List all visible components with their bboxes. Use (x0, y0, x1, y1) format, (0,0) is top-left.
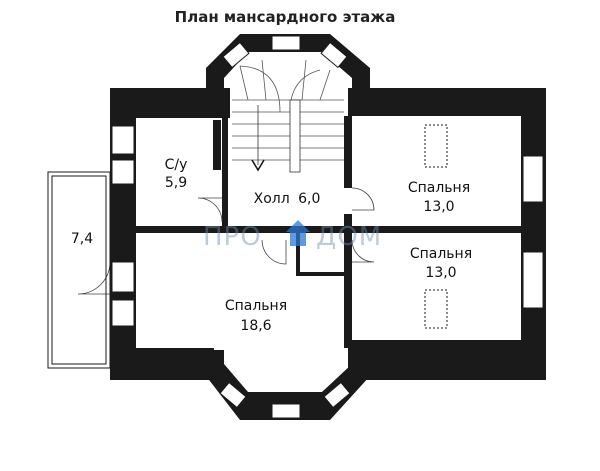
window-ne-tower (320, 41, 348, 69)
window-west-3 (111, 261, 135, 293)
door-balcony (77, 261, 111, 295)
door-hall-e (351, 239, 375, 263)
house-icon (286, 220, 310, 246)
wc-fixtures (213, 120, 221, 170)
interior-walls (136, 116, 522, 348)
room-bedroom-e-name: Спальня (410, 246, 472, 262)
balcony (47, 171, 111, 369)
watermark-right: ДОМ (316, 222, 382, 252)
window-west-2 (111, 159, 135, 185)
wall-hall-stub (296, 233, 300, 275)
window-west-4 (111, 299, 135, 327)
room-wc-name: С/у (165, 157, 188, 173)
door-hall-sw (261, 239, 287, 265)
exterior-walls (110, 34, 546, 420)
wall-se (348, 348, 546, 380)
room-hall-label: Холл 6,0 (254, 191, 321, 207)
room-bedroom-sw-name: Спальня (225, 298, 287, 314)
window-east-2 (522, 251, 544, 309)
room-bedroom-ne-name: Спальня (408, 180, 470, 196)
wall-stair-east (344, 116, 352, 188)
windows (111, 35, 544, 419)
watermark: ПРО ДОМ (203, 220, 382, 252)
watermark-left: ПРО (203, 222, 262, 252)
room-hall-name: Холл (254, 191, 290, 207)
wall-hall-stub-b (296, 272, 348, 276)
window-south-tower (271, 403, 301, 419)
plan-title: План мансардного этажа (175, 8, 396, 26)
door-hall-ne (351, 187, 375, 211)
wall-bedroom-divider (352, 340, 522, 348)
skylight-ne (424, 124, 448, 168)
door-wc (197, 197, 223, 223)
wall-sw (110, 348, 214, 380)
skylight-e (424, 289, 448, 329)
room-balcony-area: 7,4 (71, 231, 93, 247)
skylights (424, 124, 448, 329)
wall-ne (348, 88, 546, 116)
room-bedroom-sw-area: 18,6 (240, 318, 271, 334)
window-west-1 (111, 125, 135, 155)
wall-wc-east (222, 116, 228, 228)
door-swings (77, 187, 375, 295)
wall-hall-east (344, 214, 352, 348)
window-sw-tower (219, 381, 247, 409)
wall-east (521, 88, 546, 380)
window-north-tower (271, 35, 301, 51)
window-nw-tower (222, 41, 250, 69)
staircase (232, 59, 344, 173)
window-east-1 (522, 155, 544, 203)
room-wc-area: 5,9 (165, 175, 187, 191)
window-se-tower (323, 381, 351, 409)
room-labels: С/у 5,9 Холл 6,0 Спальня 13,0 Спальня 13… (71, 157, 472, 334)
wall-horizontal-east (352, 226, 522, 233)
wall-horizontal-main (136, 226, 354, 233)
room-bedroom-e-area: 13,0 (425, 265, 456, 281)
room-bedroom-ne-area: 13,0 (423, 199, 454, 215)
room-hall-area: 6,0 (298, 191, 320, 207)
